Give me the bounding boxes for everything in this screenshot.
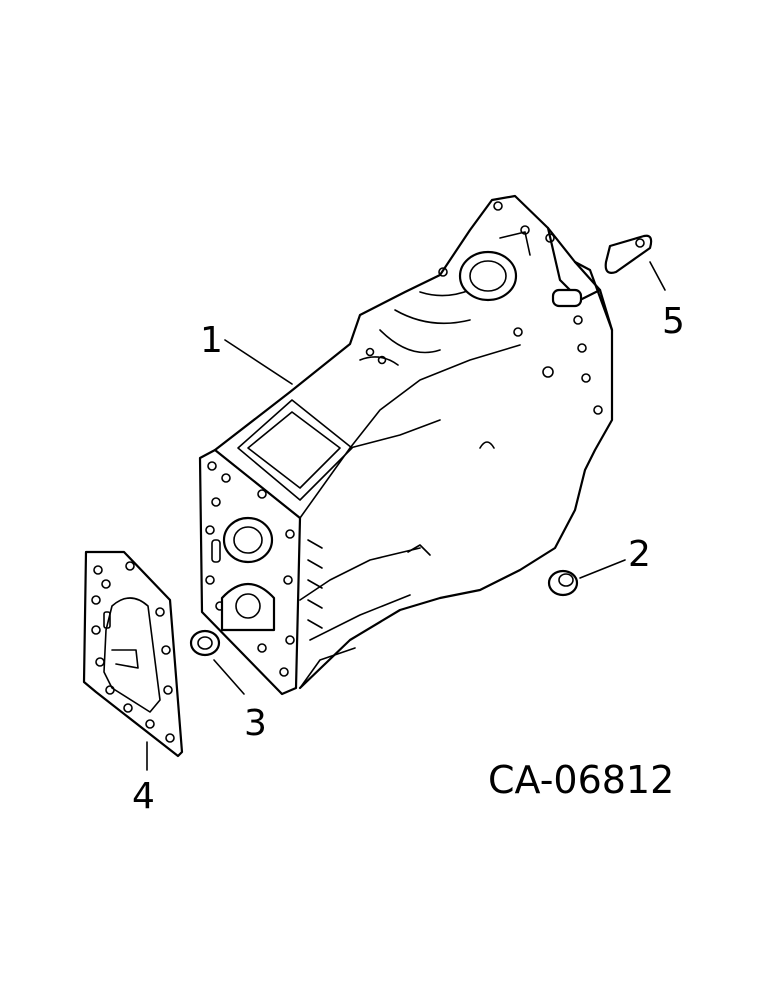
leader-line-3	[213, 659, 245, 695]
callout-2: 2	[628, 534, 651, 575]
callout-4: 4	[132, 776, 155, 817]
leader-lines	[146, 261, 666, 771]
leader-line-1	[224, 339, 293, 385]
callout-1: 1	[200, 320, 223, 361]
callouts: 1 2 3 4 5	[132, 301, 685, 817]
bushing	[547, 569, 579, 597]
gasket	[82, 550, 184, 758]
reference-code: CA-06812	[488, 758, 674, 802]
leader-line-5	[649, 261, 666, 291]
transmission-housing	[198, 194, 614, 696]
callout-5: 5	[662, 301, 685, 342]
plug	[189, 629, 221, 657]
pin	[604, 234, 653, 274]
leader-line-2	[579, 559, 626, 579]
callout-3: 3	[244, 703, 267, 744]
